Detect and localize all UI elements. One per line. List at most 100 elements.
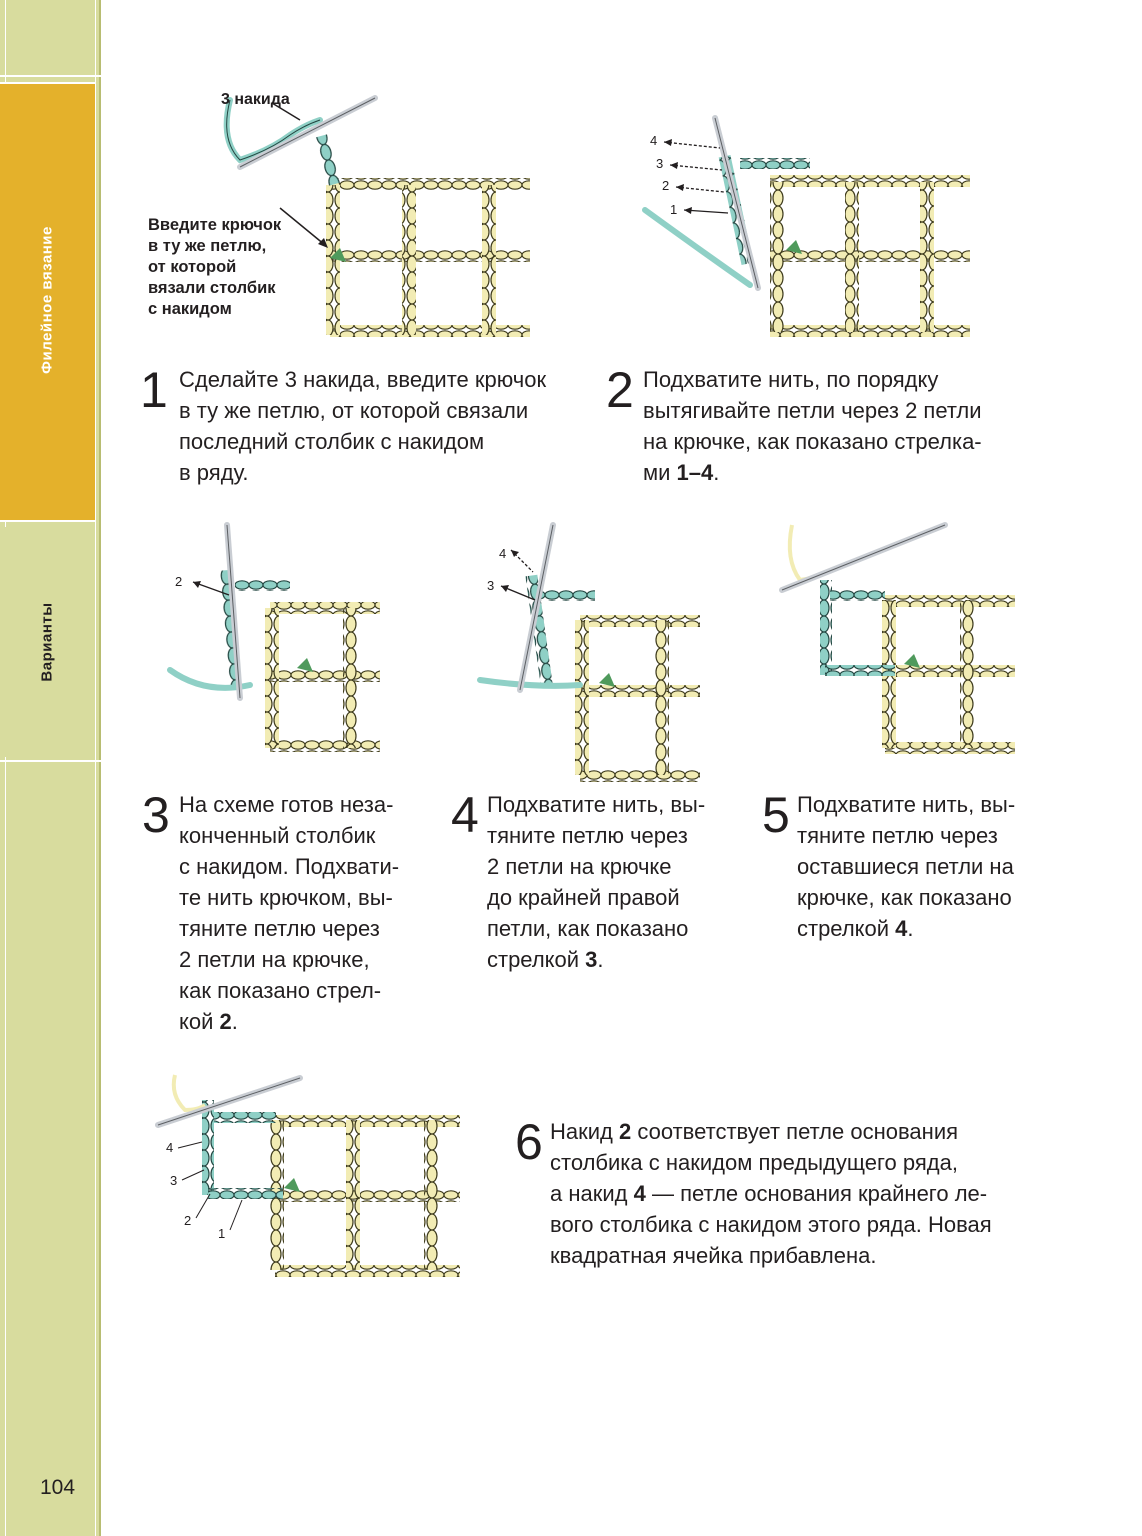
double-crochet-post bbox=[482, 185, 496, 335]
callout-arrow bbox=[280, 208, 325, 245]
step-2-text: Подхватите нить, по порядку вытягивайте … bbox=[643, 364, 982, 488]
arrow-label: 1 bbox=[218, 1226, 225, 1241]
arrow-label: 3 bbox=[487, 578, 494, 593]
step-line: конченный столбик bbox=[179, 820, 399, 851]
step-line: столбика с накидом предыдущего ряда, bbox=[550, 1147, 992, 1178]
green-loop-marker bbox=[284, 1178, 300, 1192]
step-1-text: Сделайте 3 накида, введите крючок в ту ж… bbox=[179, 364, 546, 488]
step-1-number: 1 bbox=[140, 365, 168, 415]
step-5-text: Подхватите нить, вы- тяните петлю через … bbox=[797, 789, 1015, 944]
double-crochet-post bbox=[655, 620, 669, 775]
chain-row bbox=[270, 740, 380, 752]
callout-line: от которой bbox=[148, 257, 281, 278]
green-loop-marker bbox=[599, 673, 615, 687]
step-line-last: стрелкой 3. bbox=[487, 944, 705, 975]
figure-2-illustration: 4 3 2 1 bbox=[640, 110, 970, 350]
double-crochet-post bbox=[265, 608, 279, 748]
chain-row bbox=[770, 175, 970, 187]
bold-reference: 4 bbox=[895, 916, 907, 941]
bold-reference: 2 bbox=[220, 1009, 232, 1034]
chain-row bbox=[330, 325, 530, 337]
figure-1-label-nakida: 3 накида bbox=[221, 91, 290, 109]
step-line: как показано стрел- bbox=[179, 975, 399, 1006]
chain-row bbox=[330, 178, 530, 190]
double-crochet-post bbox=[343, 608, 357, 748]
arrow-label: 3 bbox=[170, 1173, 177, 1188]
double-crochet-post bbox=[326, 185, 340, 335]
arrow-head bbox=[676, 184, 684, 191]
sidebar-rule bbox=[95, 0, 96, 1536]
double-crochet-post bbox=[424, 1120, 438, 1270]
step-line: Сделайте 3 накида, введите крючок bbox=[179, 364, 546, 395]
callout-line: Введите крючок bbox=[148, 215, 281, 236]
figure-4-illustration: 4 3 bbox=[475, 520, 705, 790]
double-crochet-post bbox=[402, 185, 416, 335]
chain-row bbox=[330, 250, 530, 262]
text-run: . bbox=[232, 1009, 238, 1034]
step-line: 2 петли на крючке bbox=[487, 851, 705, 882]
blue-stitch bbox=[316, 134, 341, 185]
step-4-text: Подхватите нить, вы- тяните петлю через … bbox=[487, 789, 705, 975]
step-line: На схеме готов неза- bbox=[179, 789, 399, 820]
text-run: стрелкой bbox=[797, 916, 895, 941]
step-line: Подхватите нить, вы- bbox=[797, 789, 1015, 820]
step-line: последний столбик с накидом bbox=[179, 426, 546, 457]
arrow-head bbox=[664, 139, 672, 146]
arrow-label: 4 bbox=[166, 1140, 173, 1155]
working-yarn bbox=[480, 680, 580, 686]
blue-chain bbox=[235, 580, 290, 591]
step-line: оставшиеся петли на bbox=[797, 851, 1015, 882]
green-loop-marker bbox=[297, 658, 313, 672]
chain-row bbox=[885, 665, 1015, 677]
step-line: вытягивайте петли через 2 петли bbox=[643, 395, 982, 426]
step-line: в ряду. bbox=[179, 457, 546, 488]
leader-line bbox=[182, 1170, 204, 1180]
step-line: те нить крючком, вы- bbox=[179, 882, 399, 913]
blue-chain bbox=[825, 665, 895, 676]
leader-line bbox=[178, 1142, 202, 1148]
text-run: соответствует петле основания bbox=[631, 1119, 958, 1144]
sidebar: Филейное вязание Варианты 104 bbox=[0, 0, 101, 1536]
step-4-number: 4 bbox=[451, 790, 479, 840]
arrow-label: 2 bbox=[184, 1213, 191, 1228]
blue-chain bbox=[540, 590, 595, 601]
step-line: в ту же петлю, от которой связали bbox=[179, 395, 546, 426]
step-line: Подхватите нить, вы- bbox=[487, 789, 705, 820]
dashed-arrow bbox=[664, 142, 720, 148]
arrow-label: 3 bbox=[656, 156, 663, 171]
step-line-last: ми 1–4. bbox=[643, 457, 982, 488]
arrow-label: 2 bbox=[175, 574, 182, 589]
step-6-number: 6 bbox=[515, 1117, 543, 1167]
step-5-number: 5 bbox=[762, 790, 790, 840]
text-run: ми bbox=[643, 460, 677, 485]
step-line: 2 петли на крючке, bbox=[179, 944, 399, 975]
double-crochet-post bbox=[845, 182, 859, 332]
arrow-label: 2 bbox=[662, 178, 669, 193]
bold-reference: 2 bbox=[619, 1119, 631, 1144]
step-line: петли, как показано bbox=[487, 913, 705, 944]
step-line: вого столбика с накидом этого ряда. Нова… bbox=[550, 1209, 992, 1240]
step-line: тяните петлю через bbox=[797, 820, 1015, 851]
chain-row bbox=[885, 742, 1015, 754]
section-tab-variants-label: Варианты bbox=[39, 602, 56, 681]
crochet-hook-outline bbox=[782, 525, 945, 590]
sidebar-divider bbox=[0, 75, 101, 77]
chain-row bbox=[580, 685, 700, 697]
double-crochet-post bbox=[575, 620, 589, 775]
callout-line: с накидом bbox=[148, 299, 281, 320]
arrow-head bbox=[511, 550, 519, 557]
step-line: тяните петлю через bbox=[487, 820, 705, 851]
chain-row bbox=[770, 325, 970, 337]
dashed-arrow bbox=[670, 165, 722, 170]
blue-chain bbox=[740, 158, 810, 169]
step-3-text: На схеме готов неза- конченный столбик с… bbox=[179, 789, 399, 1037]
text-run: . bbox=[907, 916, 913, 941]
step-line: тяните петлю через bbox=[179, 913, 399, 944]
leader-line bbox=[196, 1194, 210, 1218]
bold-reference: 3 bbox=[585, 947, 597, 972]
double-crochet-post bbox=[346, 1120, 360, 1270]
chain-row bbox=[580, 615, 700, 627]
double-crochet-post bbox=[960, 600, 974, 748]
callout-line: в ту же петлю, bbox=[148, 236, 281, 257]
step-line: квадратная ячейка прибавлена. bbox=[550, 1240, 992, 1271]
